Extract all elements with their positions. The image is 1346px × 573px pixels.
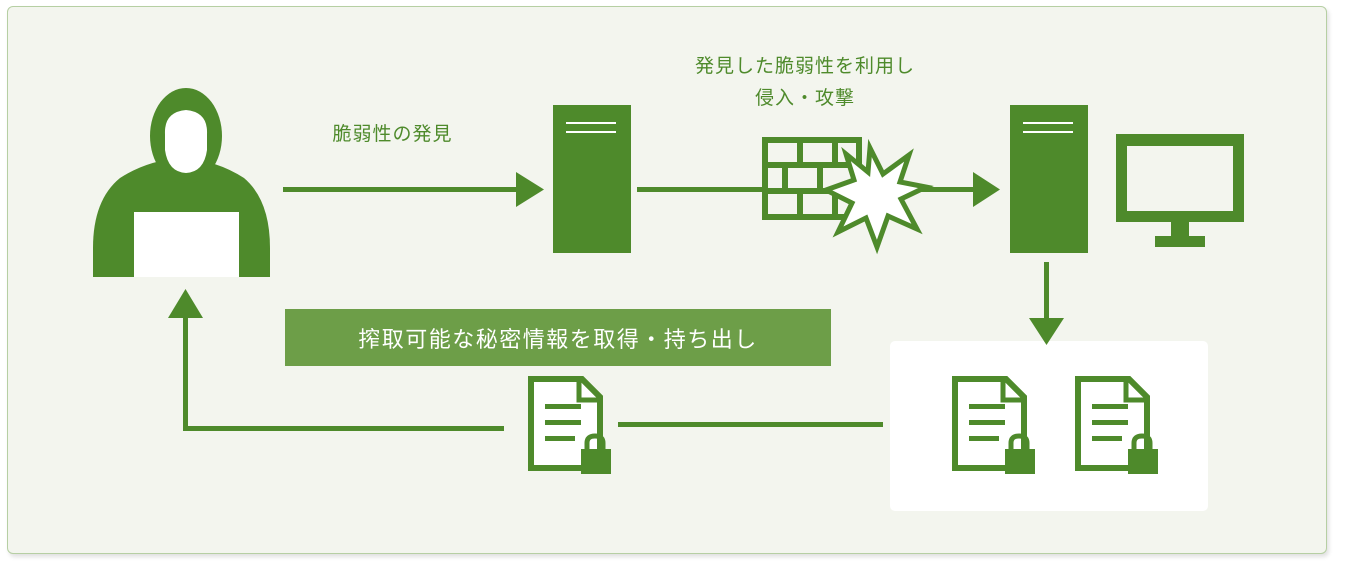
monitor-icon — [1116, 134, 1244, 247]
arrow-return — [168, 289, 504, 431]
target-server-icon — [1010, 105, 1088, 253]
exploit-label: 発見した脆弱性を利用し 侵入・攻撃 — [640, 50, 970, 114]
return-line-right — [618, 422, 883, 427]
exploit-label-line1: 発見した脆弱性を利用し — [694, 55, 915, 77]
locked-document-icon — [952, 376, 1035, 474]
stolen-files-box — [890, 341, 1208, 511]
server-icon — [553, 105, 631, 253]
exfiltrate-banner: 搾取可能な秘密情報を取得・持ち出し — [285, 309, 831, 366]
arrow-intrude — [920, 172, 1000, 207]
discover-label: 脆弱性の発見 — [332, 123, 453, 145]
locked-document-icon — [1075, 376, 1158, 474]
locked-document-icon — [528, 376, 611, 474]
explosion-icon — [819, 138, 934, 255]
exploit-label-line2: 侵入・攻撃 — [754, 87, 855, 109]
arrow-extract — [1029, 262, 1064, 345]
hacker-icon — [93, 88, 270, 277]
exfiltrate-label: 搾取可能な秘密情報を取得・持ち出し — [358, 327, 758, 353]
arrow-discover — [283, 172, 544, 207]
arrow-attack-line — [637, 187, 765, 192]
